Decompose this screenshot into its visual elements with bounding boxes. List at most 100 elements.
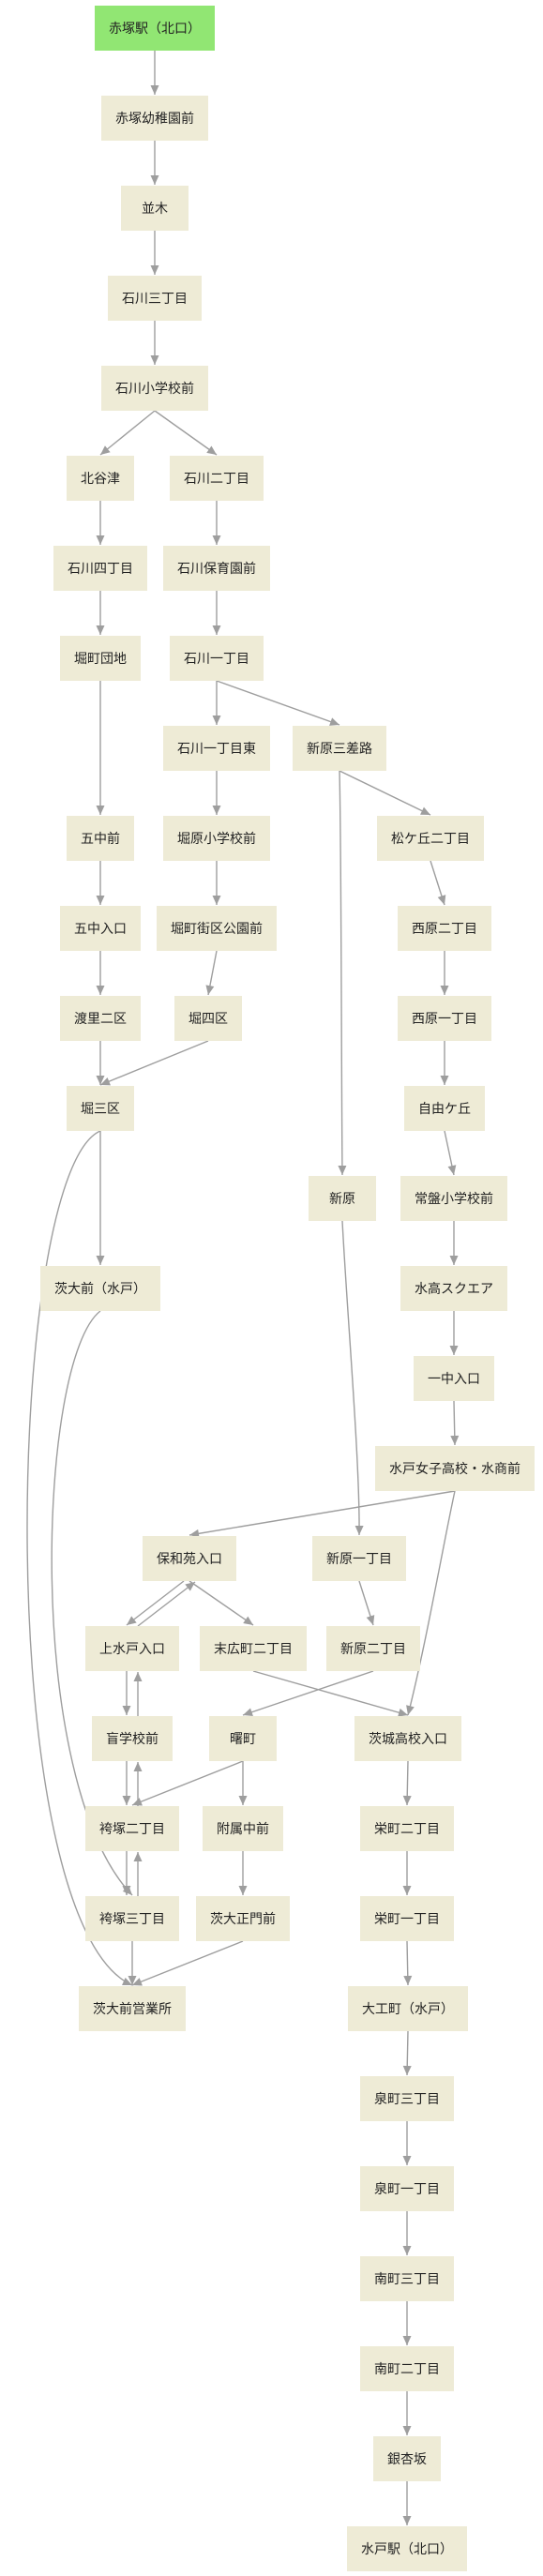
stop-label: 堀原小学校前 — [177, 831, 256, 847]
stop-label: 茨城高校入口 — [369, 1731, 447, 1747]
stop-node: 末広町二丁目 — [200, 1626, 307, 1671]
stop-node: 石川四丁目 — [53, 546, 147, 591]
stop-box — [293, 726, 386, 771]
edges-layer — [26, 51, 460, 2525]
arrow-head — [338, 1165, 347, 1175]
stop-box — [60, 906, 141, 951]
stop-label: 泉町一丁目 — [374, 2181, 440, 2197]
edge-n17-n20 — [205, 950, 218, 996]
stop-node: 袴塚二丁目 — [85, 1806, 179, 1851]
stop-label: 袴塚二丁目 — [99, 1822, 165, 1837]
edge-n25-n27 — [449, 1221, 459, 1265]
arrow-head — [96, 986, 105, 995]
stop-node: 堀四区 — [174, 996, 242, 1041]
stop-node: 堀町街区公園前 — [157, 906, 277, 951]
stop-box — [400, 1266, 507, 1311]
stop-box — [200, 1626, 307, 1671]
stop-label: 赤塚駅（北口） — [109, 22, 201, 37]
edge-n3-n4 — [150, 321, 159, 365]
arrow-head — [205, 985, 215, 995]
arrow-head — [406, 1705, 415, 1715]
stop-label: 保和苑入口 — [157, 1552, 222, 1567]
arrow-head — [100, 445, 111, 455]
arrow-head — [402, 2336, 412, 2345]
edge-n22-n26 — [96, 1131, 105, 1265]
edge-line — [407, 1490, 456, 1716]
stop-label: 袴塚三丁目 — [99, 1912, 165, 1927]
arrow-head — [96, 806, 105, 815]
arrow-head — [420, 806, 430, 815]
stop-node: 五中入口 — [60, 906, 141, 951]
stop-box — [101, 366, 208, 411]
arrow-head — [96, 1076, 105, 1085]
edge-n0-n1 — [150, 51, 159, 95]
edge-n35-n38 — [122, 1761, 131, 1805]
edge-line — [339, 770, 431, 816]
arrow-head — [185, 1582, 195, 1591]
stop-label: 松ケ丘二丁目 — [391, 832, 470, 847]
stop-label: 自由ケ丘 — [418, 1102, 471, 1117]
stop-node: 水高スクエア — [400, 1266, 507, 1311]
edge-line — [126, 1580, 185, 1626]
edge-n12-n24 — [338, 770, 347, 1176]
stop-node: 赤塚幼稚園前 — [101, 96, 208, 141]
edge-n4-n5 — [99, 410, 156, 456]
edge-n10-n12 — [216, 680, 340, 726]
stop-label: 大工町（水戸） — [362, 2002, 454, 2017]
stop-label: 西原二丁目 — [412, 922, 477, 937]
stop-box — [60, 636, 141, 681]
stop-label: 渡里二区 — [74, 1012, 127, 1027]
arrow-head — [150, 355, 159, 365]
edge-n19-n22 — [96, 1041, 105, 1085]
edge-n15-n18 — [430, 860, 446, 906]
arrow-head — [127, 1616, 137, 1625]
stop-node: 渡里二区 — [60, 996, 141, 1041]
arrow-head — [212, 535, 221, 545]
edge-n50-n51 — [402, 2481, 412, 2525]
stop-box — [375, 1446, 535, 1491]
stop-label: 南町三丁目 — [374, 2272, 440, 2287]
stop-label: 茨大正門前 — [210, 1911, 276, 1927]
edge-n41-n44 — [128, 1941, 137, 1985]
edge-n33-n37 — [252, 1670, 409, 1717]
arrow-head — [150, 175, 159, 185]
stop-node: 堀町団地 — [60, 636, 141, 681]
arrow-head — [440, 1076, 449, 1085]
arrow-head — [402, 1795, 412, 1805]
stop-label: 泉町三丁目 — [374, 2091, 440, 2107]
edge-n21-n23 — [440, 1041, 449, 1085]
stop-label: 水戸女子高校・水商前 — [389, 1461, 520, 1477]
arrow-head — [354, 1525, 364, 1535]
stop-label: 石川二丁目 — [184, 472, 249, 487]
edge-n38-n35 — [133, 1762, 143, 1806]
stop-node: 石川小学校前 — [101, 366, 208, 411]
stop-box — [85, 1806, 179, 1851]
stop-node: 石川一丁目東 — [163, 726, 270, 771]
edge-n36-n38 — [131, 1760, 244, 1806]
edge-n34-n36 — [242, 1670, 374, 1717]
edge-line — [99, 1040, 209, 1086]
stop-node: 西原二丁目 — [398, 906, 491, 951]
stop-box — [79, 1986, 186, 2031]
stop-box — [326, 1626, 420, 1671]
edge-n47-n48 — [402, 2211, 412, 2255]
stop-node: 一中入口 — [414, 1356, 494, 1401]
arrow-head — [212, 806, 221, 815]
edge-n18-n21 — [440, 951, 449, 995]
arrow-head — [243, 1708, 253, 1717]
edge-line — [26, 1130, 133, 1986]
stop-node: 南町二丁目 — [360, 2346, 454, 2391]
arrow-head — [402, 2516, 412, 2525]
edge-n13-n16 — [96, 861, 105, 905]
edge-line — [339, 770, 343, 1176]
stop-box — [360, 2166, 454, 2211]
stop-label: 附属中前 — [217, 1821, 269, 1837]
stop-node: 石川三丁目 — [108, 276, 202, 321]
stop-label: 堀町団地 — [74, 652, 127, 667]
stop-node: 栄町二丁目 — [360, 1806, 454, 1851]
edge-n31-n34 — [358, 1580, 375, 1626]
arrow-head — [132, 1978, 143, 1986]
stop-box — [40, 1266, 160, 1311]
arrow-head — [122, 1977, 132, 1986]
edge-n43-n45 — [403, 1940, 413, 1986]
